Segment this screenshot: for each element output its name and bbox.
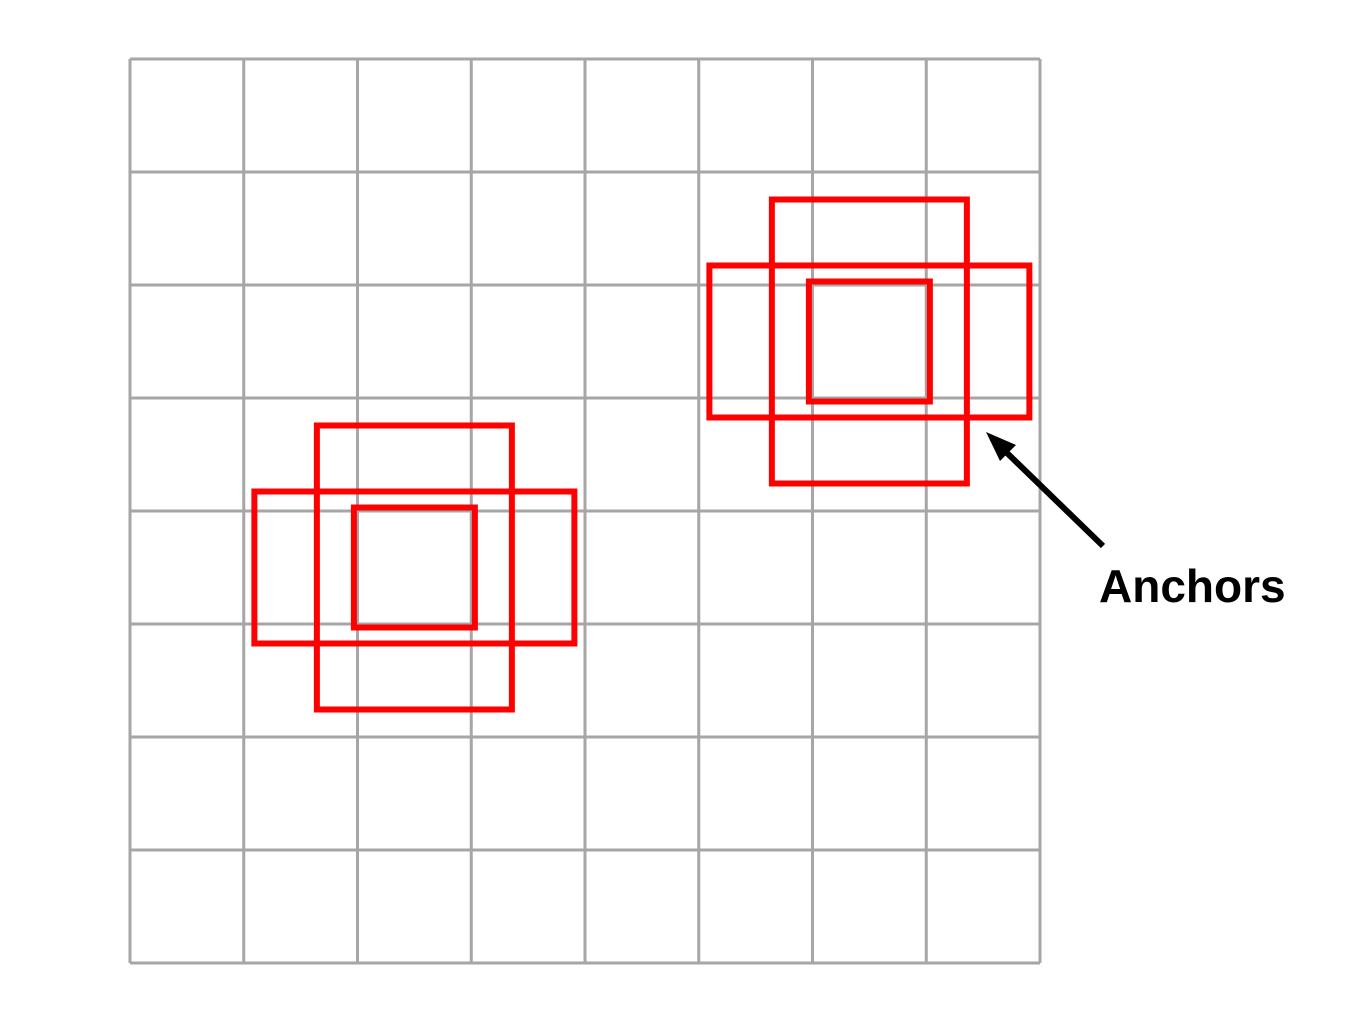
anchor-group-lower-left bbox=[251, 422, 578, 713]
arrow-head bbox=[986, 432, 1016, 461]
arrow-shaft bbox=[1003, 449, 1106, 549]
anchor-box-small bbox=[805, 278, 933, 405]
anchor-box-wide bbox=[706, 262, 1033, 421]
anchor-group-upper-right bbox=[706, 196, 1033, 487]
arrow bbox=[986, 432, 1106, 549]
anchor-boxes bbox=[251, 196, 1033, 713]
anchor-box-small bbox=[350, 504, 478, 631]
anchor-box-wide bbox=[251, 488, 578, 647]
anchor-box-tall bbox=[768, 196, 970, 487]
anchors-label: Anchors bbox=[1099, 560, 1286, 612]
feature-map-grid bbox=[128, 57, 1042, 965]
anchor-box-tall bbox=[313, 422, 515, 713]
